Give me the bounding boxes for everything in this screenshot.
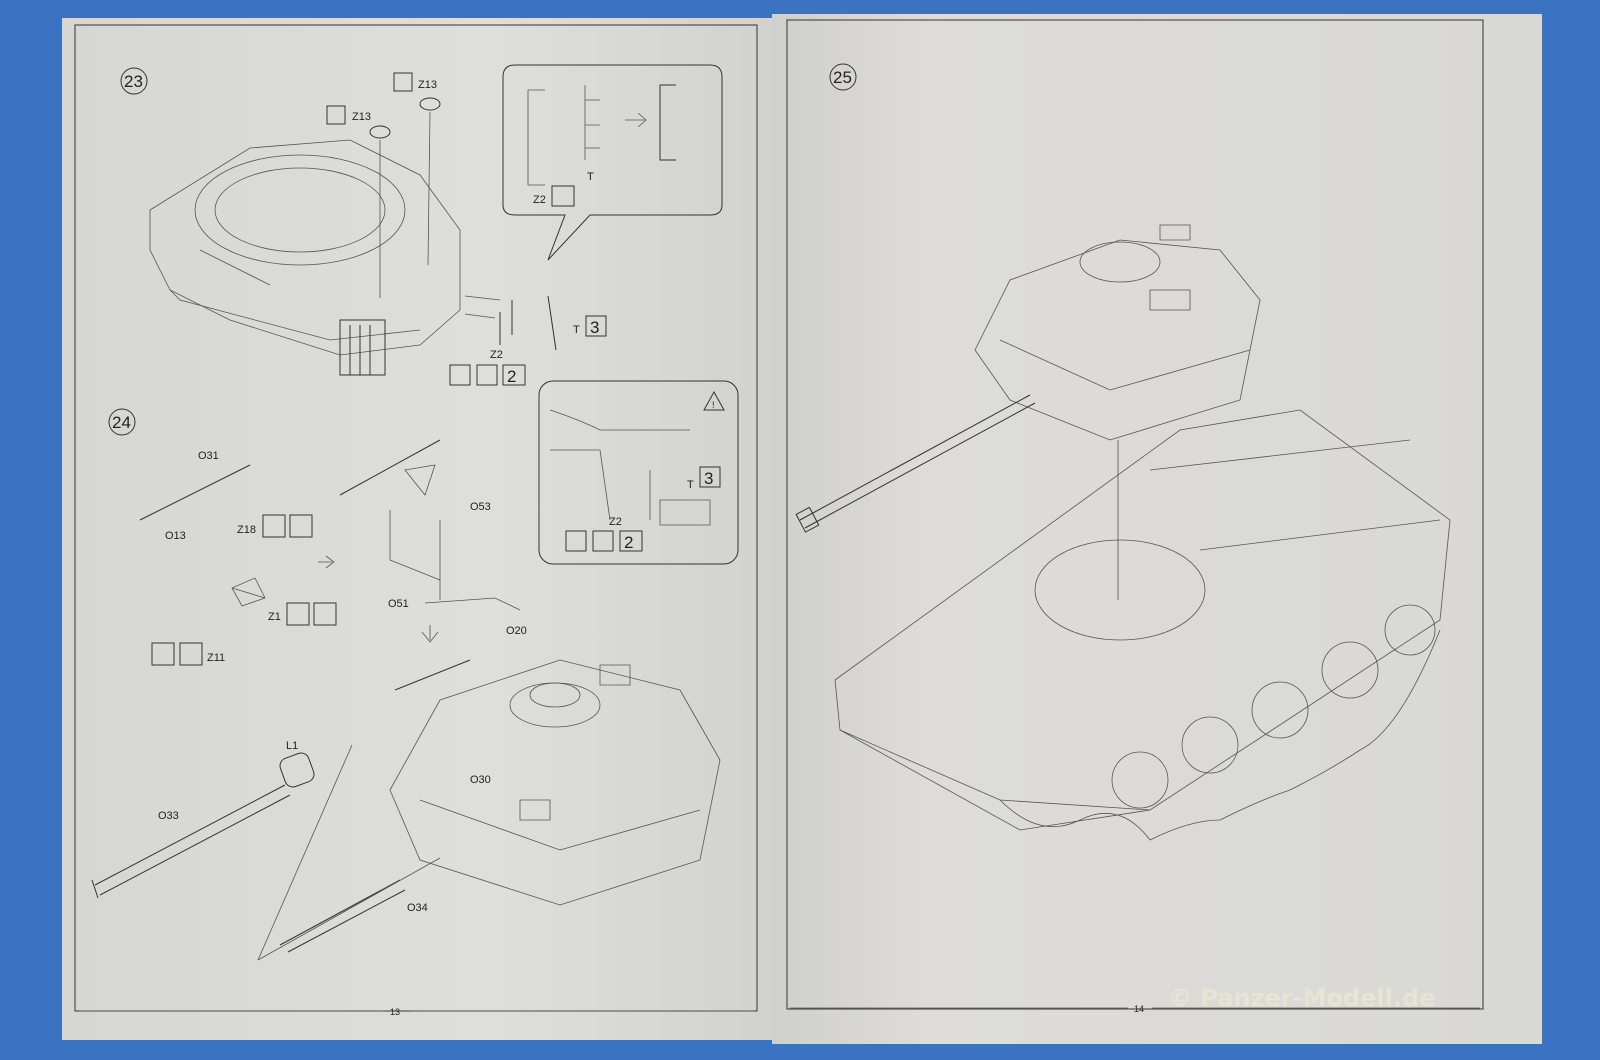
step-number: 23 — [124, 72, 143, 91]
step-23: 23 Z13 Z13 T 3 Z2 2 T Z2 — [120, 64, 723, 386]
svg-text:O30: O30 — [470, 774, 491, 786]
svg-text:!: ! — [712, 400, 715, 410]
warning-inset — [538, 380, 739, 565]
svg-text:Z2: Z2 — [609, 516, 622, 528]
page-number: 14 — [1134, 1004, 1144, 1014]
step-25: 25 — [795, 63, 1451, 841]
svg-text:O34: O34 — [407, 902, 428, 914]
svg-text:Z11: Z11 — [207, 652, 225, 664]
svg-text:T: T — [573, 324, 580, 336]
count-box — [585, 315, 607, 337]
svg-text:O13: O13 — [165, 530, 186, 542]
svg-text:O20: O20 — [506, 625, 527, 637]
glue-icon — [393, 72, 413, 92]
svg-text:T: T — [687, 479, 694, 491]
right-page-frame — [786, 19, 1484, 1010]
svg-text:3: 3 — [590, 318, 599, 337]
hull-drawing — [834, 409, 1451, 841]
svg-text:O53: O53 — [470, 501, 491, 513]
svg-text:O33: O33 — [158, 810, 179, 822]
svg-text:Z2: Z2 — [533, 194, 546, 206]
svg-text:3: 3 — [704, 469, 713, 488]
svg-text:Z1: Z1 — [268, 611, 281, 623]
svg-text:2: 2 — [624, 533, 633, 552]
svg-text:O31: O31 — [198, 450, 219, 462]
svg-text:Z18: Z18 — [237, 524, 256, 536]
left-page — [62, 18, 772, 1040]
right-page — [772, 14, 1542, 1044]
cement-icon — [449, 364, 471, 386]
svg-text:L1: L1 — [286, 740, 298, 752]
count-box — [502, 364, 526, 386]
svg-text:T: T — [587, 171, 594, 183]
svg-text:Z2: Z2 — [490, 349, 503, 361]
detail-callout — [502, 64, 723, 261]
svg-text:Z13: Z13 — [352, 111, 371, 123]
svg-text:Z13: Z13 — [418, 79, 437, 91]
watermark: © Panzer-Modell.de — [1168, 984, 1435, 1012]
step-24: 24 O31 O13 Z18 Z1 Z11 O53 O51 O20 O30 L1… — [91, 380, 739, 961]
svg-text:O51: O51 — [388, 598, 409, 610]
step-number: 24 — [112, 413, 131, 432]
glue-icon — [326, 105, 346, 125]
step-number: 25 — [833, 68, 852, 87]
turret-ring-drawing — [149, 139, 461, 376]
svg-text:2: 2 — [507, 367, 516, 386]
turret-drawing — [795, 224, 1261, 533]
glue-icon — [476, 364, 498, 386]
page-number: 13 — [390, 1007, 400, 1017]
